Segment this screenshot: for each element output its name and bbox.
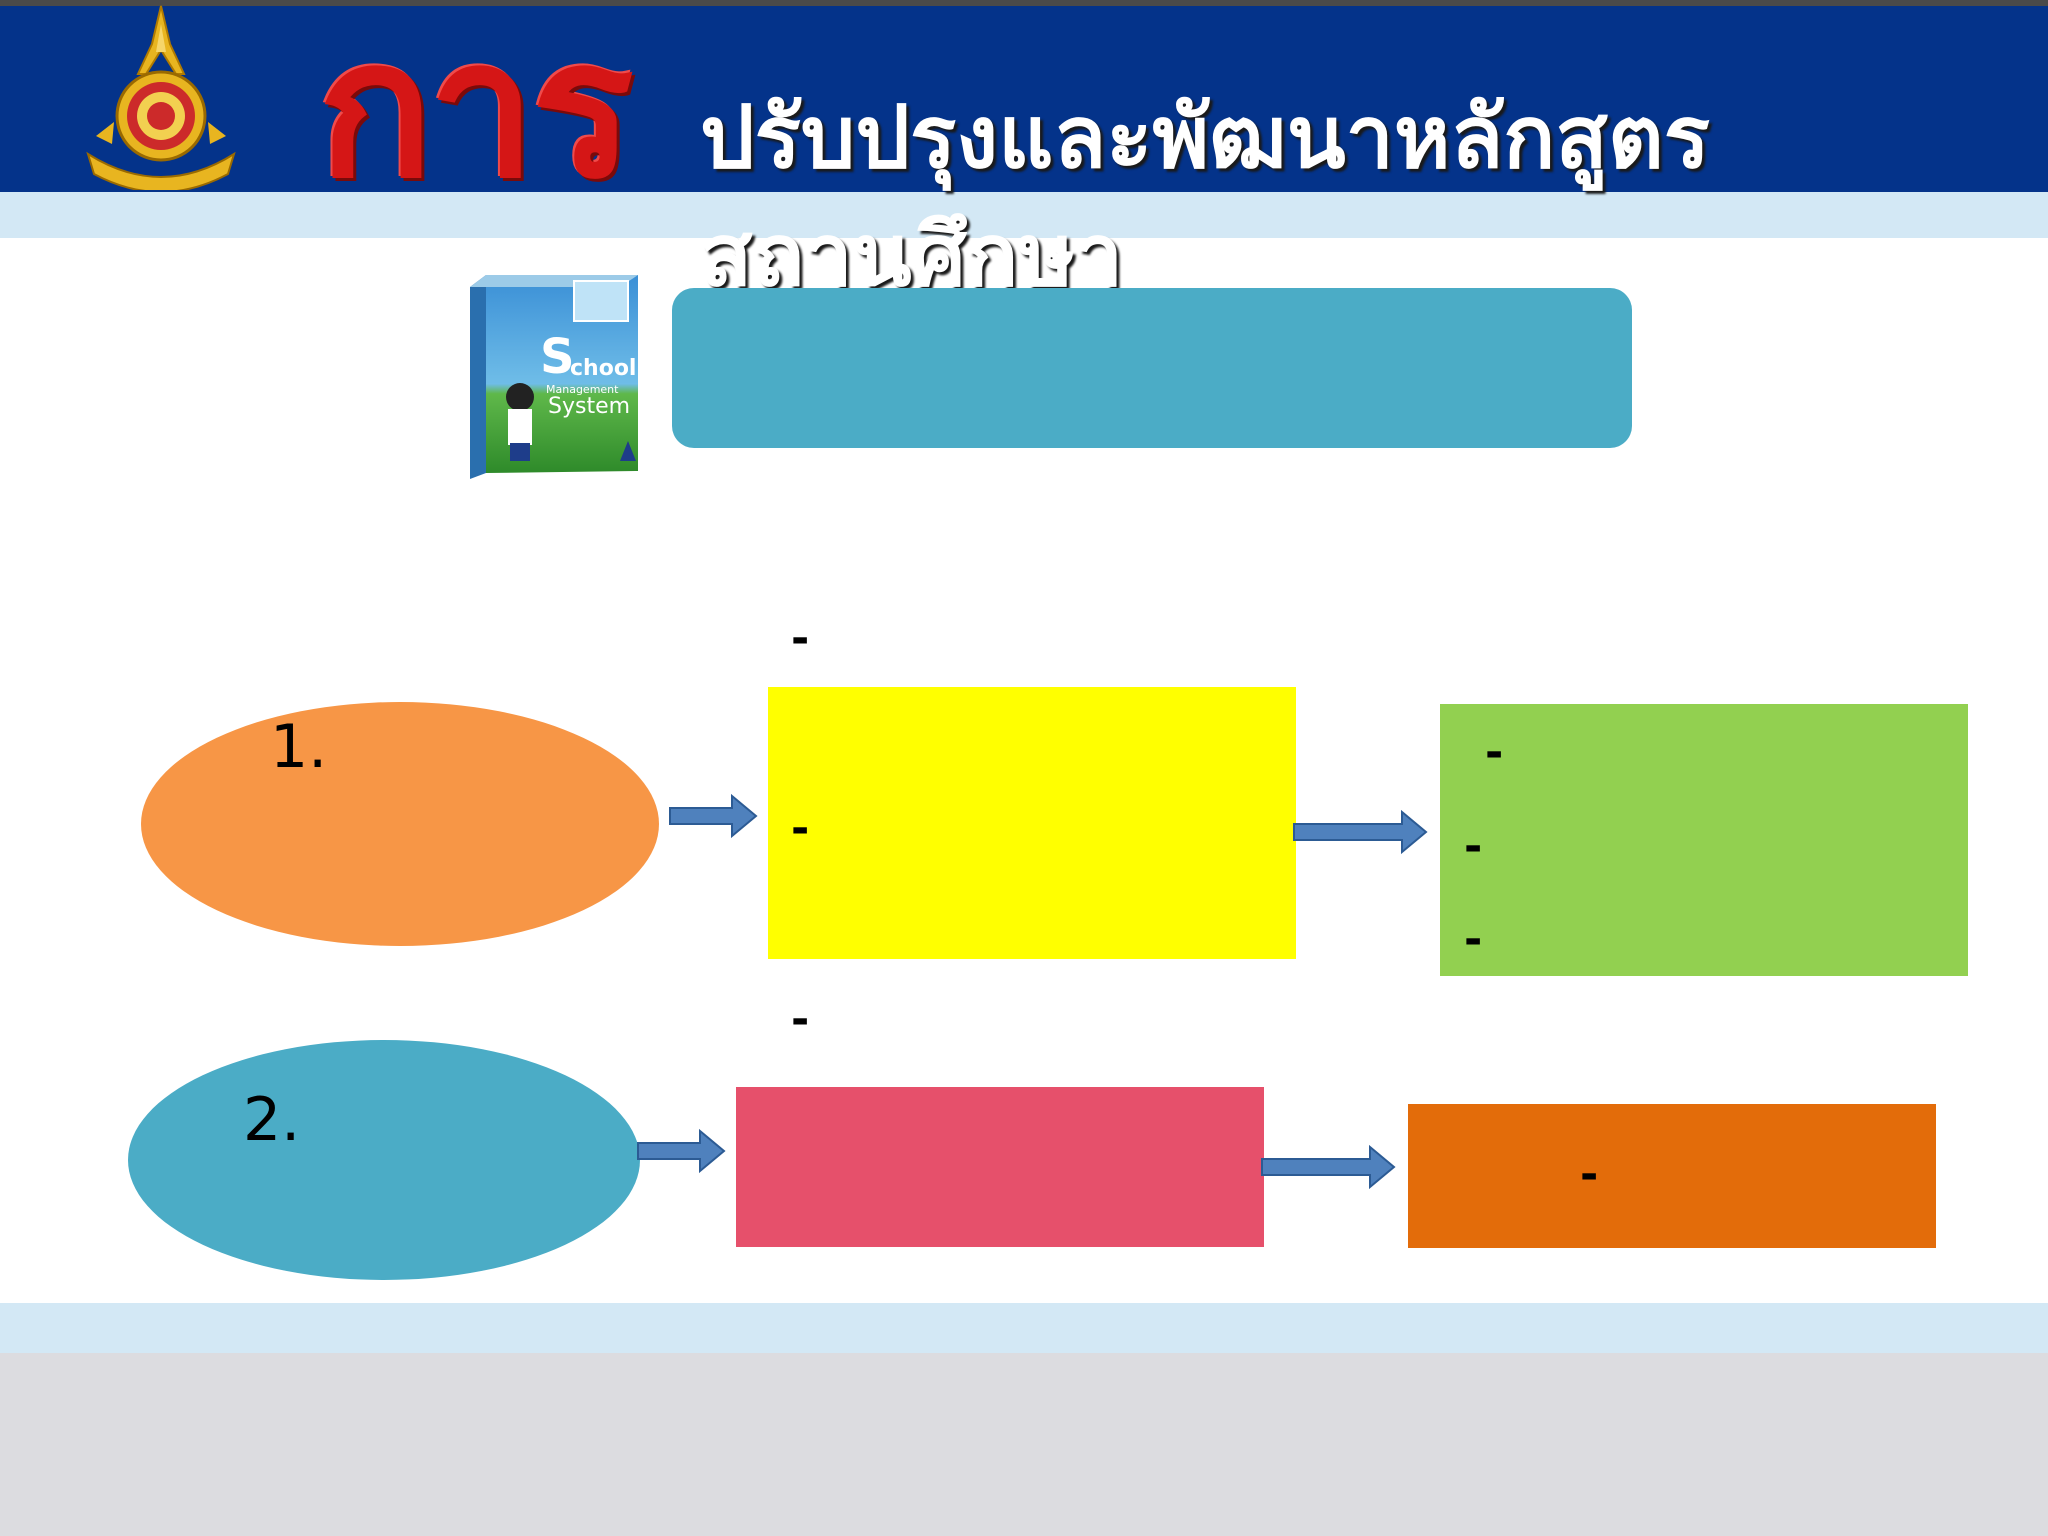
school-emblem-logo	[86, 5, 236, 190]
header-band	[0, 6, 2048, 192]
step-2-result-box	[1408, 1104, 1936, 1248]
footer-area	[0, 1353, 2048, 1536]
step-1-dash-middle: -	[791, 803, 810, 854]
arrow-right-icon	[669, 793, 758, 839]
step-1-detail-box	[768, 687, 1296, 959]
step-2-number: 2.	[243, 1085, 301, 1155]
box-title-rest: chool	[570, 356, 636, 381]
school-management-system-box-image: S chool Management System	[470, 275, 638, 479]
step-1-dash-below: -	[791, 994, 810, 1045]
step-1-result-dash-3: -	[1464, 914, 1483, 965]
header-light-strip	[0, 192, 2048, 238]
top-border	[0, 0, 2048, 6]
box-title-initial: S	[540, 329, 575, 385]
arrow-right-icon	[1293, 809, 1428, 855]
box-line3: System	[548, 394, 630, 419]
arrow-right-icon	[637, 1128, 726, 1174]
box-line2: Management	[546, 383, 619, 396]
step-1-number: 1.	[270, 712, 328, 782]
step-2-detail-box	[736, 1087, 1264, 1247]
step-1-result-dash-1: -	[1485, 727, 1504, 778]
page-title: ปรับปรุงและพัฒนาหลักสูตร	[700, 88, 1710, 188]
title-prefix: การ	[318, 0, 634, 220]
step-1-oval	[141, 702, 659, 946]
step-1-dash-above: -	[791, 613, 810, 664]
page-title-line2: สถานศึกษา	[700, 206, 1124, 290]
step-2-oval	[128, 1040, 640, 1280]
step-1-result-box	[1440, 704, 1968, 976]
step-2-result-dash: -	[1580, 1149, 1599, 1200]
section-banner	[672, 288, 1632, 448]
step-1-result-dash-2: -	[1464, 821, 1483, 872]
footer-light-strip	[0, 1303, 2048, 1353]
arrow-right-icon	[1261, 1144, 1396, 1190]
